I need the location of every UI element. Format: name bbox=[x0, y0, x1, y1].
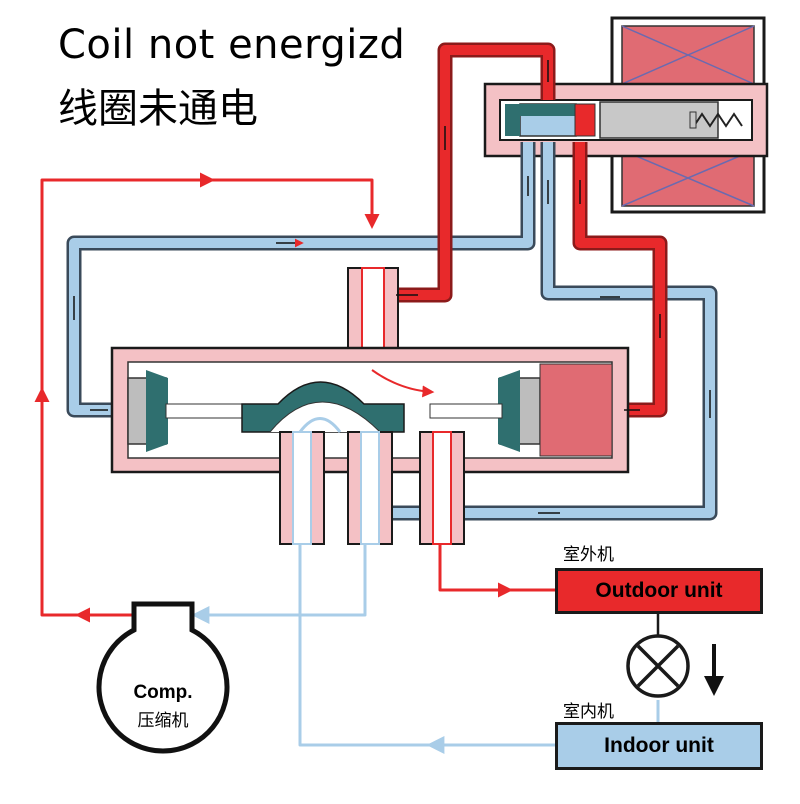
outdoor-unit-label: Outdoor unit bbox=[595, 579, 723, 602]
indoor-caption: 室内机 bbox=[563, 702, 614, 722]
outdoor-caption: 室外机 bbox=[563, 545, 614, 565]
compressor bbox=[96, 601, 230, 754]
four-way-valve-body bbox=[110, 267, 630, 545]
compressor-label: Comp. bbox=[133, 682, 193, 703]
outdoor-unit-box: Outdoor unit bbox=[555, 568, 763, 614]
title-chinese: 线圈未通电 bbox=[58, 86, 258, 132]
indoor-unit-label: Indoor unit bbox=[604, 734, 714, 757]
expansion-valve-icon bbox=[626, 612, 724, 698]
flow-direction-arrow-icon bbox=[34, 60, 711, 623]
indoor-unit-box: Indoor unit bbox=[555, 722, 763, 770]
title-english: Coil not energizd bbox=[58, 22, 406, 68]
compressor-label-chinese: 压缩机 bbox=[137, 711, 189, 731]
pilot-valve bbox=[483, 82, 769, 158]
